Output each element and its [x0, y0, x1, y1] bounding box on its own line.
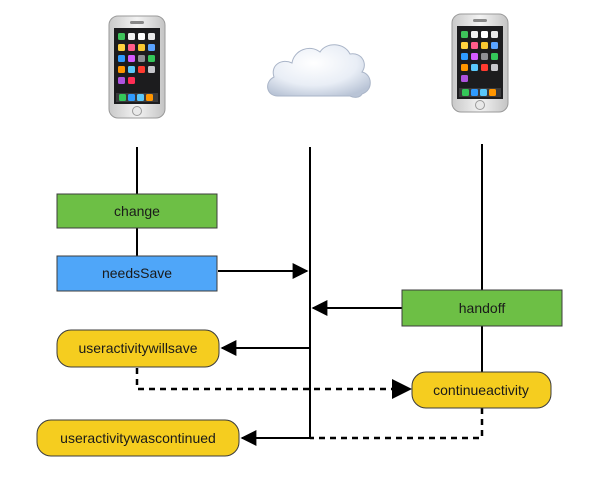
- node-wascontinued-label: useractivitywascontinued: [60, 430, 216, 446]
- smartphone-icon: [108, 15, 166, 119]
- dashed-connector-continue-to-cloud: [310, 408, 484, 440]
- node-needssave: needsSave: [56, 255, 218, 292]
- node-continueactivity: continueactivity: [411, 371, 552, 409]
- node-useractivitywillsave: useractivitywillsave: [56, 329, 220, 368]
- node-change-label: change: [114, 203, 160, 219]
- node-willsave-label: useractivitywillsave: [78, 340, 197, 356]
- node-change: change: [56, 193, 218, 229]
- smartphone-icon: [451, 13, 509, 113]
- dashed-arrow-willsave-to-continue: [135, 368, 412, 399]
- node-handoff-label: handoff: [459, 300, 506, 316]
- node-handoff: handoff: [401, 289, 563, 327]
- node-useractivitywascontinued: useractivitywascontinued: [36, 419, 240, 457]
- cloud-icon: [267, 44, 371, 98]
- node-continue-label: continueactivity: [433, 382, 529, 398]
- node-needssave-label: needsSave: [102, 265, 172, 281]
